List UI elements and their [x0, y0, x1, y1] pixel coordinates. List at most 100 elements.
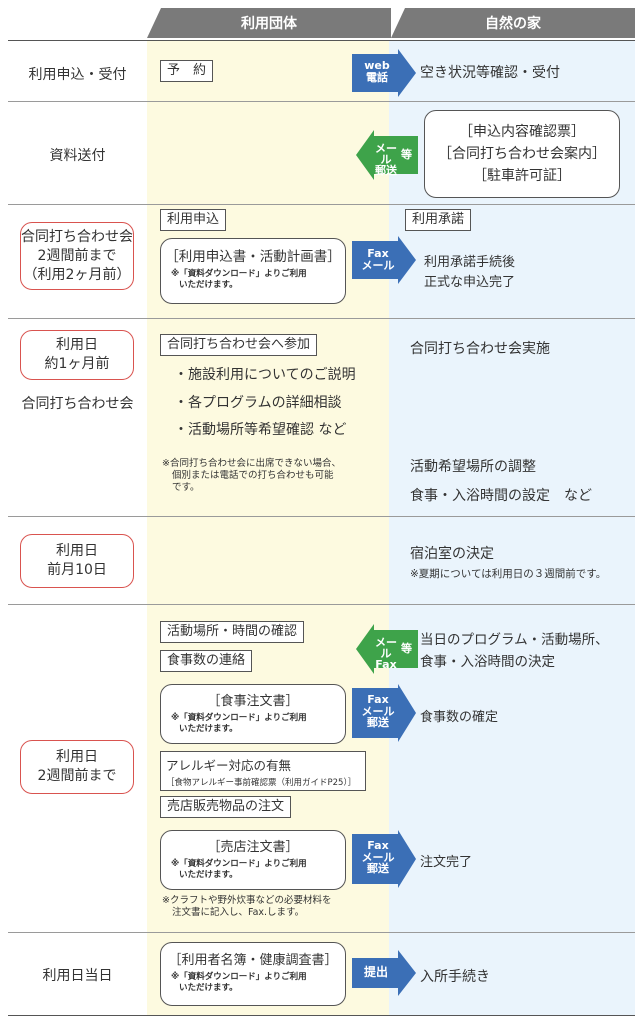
arrow-text: 郵送 [367, 716, 389, 729]
column-right-bg [389, 40, 635, 1016]
label-line: 利用日 [56, 749, 98, 765]
row-divider [8, 40, 635, 41]
application-box: 利用申込 [160, 209, 227, 231]
arrow-left-icon [356, 130, 418, 180]
arrow-right-icon [352, 236, 416, 284]
row-label-arrival-day: 利用日当日 [42, 968, 113, 984]
note-line: ※クラフトや野外炊事などの必要材料を [162, 895, 332, 906]
order-complete-text: 注文完了 [420, 855, 473, 870]
meal-count-confirm-text: 食事数の確定 [420, 710, 499, 725]
arrow-text: Fax [375, 658, 397, 671]
doc-note: ※「資料ダウンロード」よりご利用 [171, 269, 307, 279]
meeting-note: ※合同打ち合わせ会に出席できない場合、 個別または電話での打ち合わせも可能 です… [162, 458, 390, 494]
meal-bath-setting-text: 食事・入浴時間の設定 など [410, 488, 592, 504]
header-user-group: 利用団体 [147, 8, 391, 38]
bullet-item: ・各プログラムの詳細相談 [174, 395, 342, 411]
arrow-label-extra: 等 [401, 148, 412, 161]
approval-text: 利用承諾手続後 [424, 255, 516, 270]
label-line: （利用2ヶ月前） [23, 267, 131, 283]
label-line: 合同打ち合わせ会 [21, 229, 133, 245]
arrow-label: 提出 [363, 965, 388, 979]
label-line: 2週間前まで [37, 768, 117, 784]
room-decision-text: 宿泊室の決定 [410, 546, 494, 562]
doc-title: ［利用者名簿・健康調査書］ [168, 953, 338, 968]
doc-title: ［売店注文書］ [207, 840, 299, 855]
doc-note: いただけます。 [179, 870, 238, 880]
note-line: 注文書に記入し、Fax.します。 [172, 907, 305, 918]
doc-title: ［食事注文書］ [207, 694, 299, 709]
row-label-application: 利用申込・受付 [28, 67, 127, 83]
arrow-label: Fax メール 郵送 [354, 840, 402, 875]
approval-box: 利用承諾 [405, 209, 472, 231]
header-nature-house: 自然の家 [391, 8, 635, 38]
materials-note: ※クラフトや野外炊事などの必要材料を 注文書に記入し、Fax.します。 [162, 895, 392, 919]
approval-text: 正式な申込完了 [424, 275, 516, 290]
bullet-item: ・施設利用についてのご説明 [174, 367, 356, 383]
arrow-text: Fax [367, 839, 389, 852]
doc-note: いただけます。 [179, 280, 238, 290]
arrow-label: web 電話 [354, 60, 400, 83]
reservation-box: 予 約 [160, 60, 214, 82]
arrow-right-icon [352, 684, 416, 742]
arrow-text: Fax [367, 693, 389, 706]
doc-note: ※「資料ダウンロード」よりご利用 [171, 713, 307, 723]
arrow-text: 郵送 [375, 164, 397, 177]
label-line: 利用日 [56, 543, 98, 559]
allergy-sub: ［食物アレルギー事前確認票（利用ガイドP25）］ [166, 778, 357, 788]
activity-time-box: 活動場所・時間の確認 [160, 621, 305, 643]
availability-text: 空き状況等確認・受付 [420, 65, 560, 81]
roster-doc-box: ［利用者名簿・健康調査書］ ※「資料ダウンロード」よりご利用 いただけます。 [160, 942, 346, 1006]
doc-title: ［利用申込書・活動計画書］ [165, 249, 341, 265]
arrow-label: メール Fax [370, 637, 402, 670]
arrow-text: web [364, 59, 390, 72]
bullet-item: ・活動場所等希望確認 など [174, 422, 347, 438]
program-decision-text: 食事・入浴時間の決定 [420, 654, 555, 670]
note-line: ※合同打ち合わせ会に出席できない場合、 [162, 458, 341, 469]
arrow-left-icon [356, 624, 418, 674]
note-line: です。 [172, 482, 200, 493]
arrow-text: メール [361, 258, 395, 272]
arrow-label: Fax メール 郵送 [354, 694, 402, 729]
row-divider [8, 1015, 635, 1016]
doc-parking-permit: ［駐車許可証］ [473, 168, 571, 184]
label-prev-month-10: 利用日 前月10日 [20, 534, 134, 588]
doc-meeting-guide: ［合同打ち合わせ会案内］ [438, 146, 606, 162]
label-line: 2週間前まで [37, 248, 117, 264]
activity-adjust-text: 活動希望場所の調整 [410, 459, 536, 475]
arrow-label-extra: 等 [401, 642, 412, 655]
doc-note: ※「資料ダウンロード」よりご利用 [171, 859, 307, 869]
label-meeting-2weeks: 合同打ち合わせ会 2週間前まで （利用2ヶ月前） [20, 222, 134, 290]
row-divider [8, 932, 635, 933]
meeting-attend-box: 合同打ち合わせ会へ参加 [160, 334, 318, 356]
application-doc-box: ［利用申込書・活動計画書］ ※「資料ダウンロード」よりご利用 いただけます。 [160, 238, 346, 304]
doc-confirmation: ［申込内容確認票］ [459, 124, 585, 140]
meal-order-doc-box: ［食事注文書］ ※「資料ダウンロード」よりご利用 いただけます。 [160, 684, 346, 744]
arrow-text: 電話 [366, 70, 388, 84]
shop-order-doc-box: ［売店注文書］ ※「資料ダウンロード」よりご利用 いただけます。 [160, 830, 346, 890]
shop-order-box: 売店販売物品の注文 [160, 796, 292, 818]
label-1month-before: 利用日 約1ヶ月前 [20, 330, 134, 380]
row-divider [8, 318, 635, 319]
arrow-text: メール [375, 142, 397, 166]
arrow-text: Fax [367, 247, 389, 260]
arrow-label: Fax メール [354, 248, 402, 271]
arrow-text: メール [361, 704, 395, 718]
check-in-text: 入所手続き [420, 969, 490, 985]
arrow-label: メール 郵送 [370, 143, 402, 176]
arrow-text: メール [361, 850, 395, 864]
doc-note: ※「資料ダウンロード」よりご利用 [171, 972, 307, 982]
meal-count-box: 食事数の連絡 [160, 650, 253, 672]
label-line: 利用日 [56, 337, 98, 353]
summer-note: ※夏期については利用日の３週間前です。 [410, 568, 607, 580]
row-divider [8, 604, 635, 605]
note-line: 個別または電話での打ち合わせも可能 [172, 470, 334, 481]
label-line: 約1ヶ月前 [44, 356, 110, 372]
label-joint-meeting: 合同打ち合わせ会 [21, 396, 134, 412]
allergy-title: アレルギー対応の有無 [166, 758, 292, 773]
label-2weeks-before: 利用日 2週間前まで [20, 740, 134, 794]
arrow-right-icon [352, 49, 416, 97]
doc-note: いただけます。 [179, 724, 238, 734]
row-divider [8, 204, 635, 205]
arrow-right-icon [352, 830, 416, 888]
allergy-box: アレルギー対応の有無 ［食物アレルギー事前確認票（利用ガイドP25）］ [160, 751, 366, 791]
